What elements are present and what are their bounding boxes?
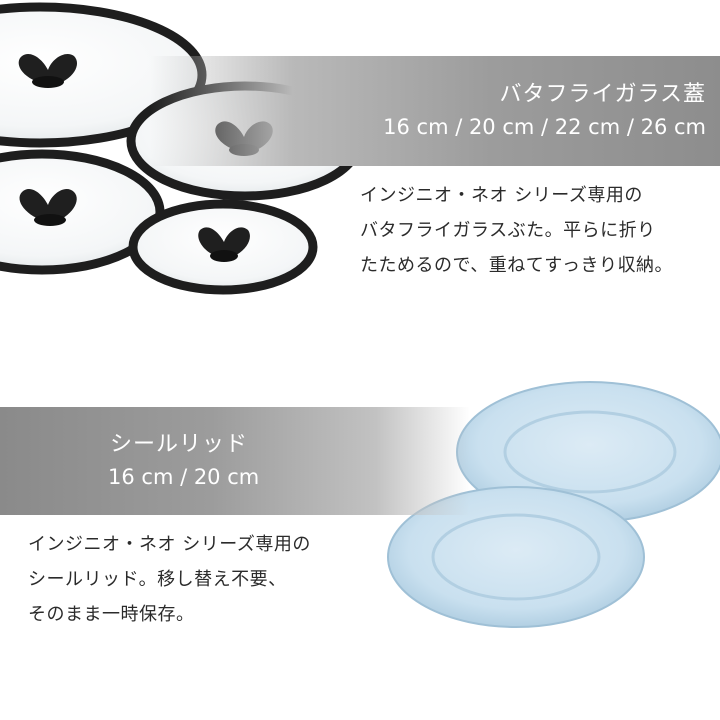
glass-lid-small bbox=[0, 149, 165, 275]
description-line: シールリッド。移し替え不要、 bbox=[28, 569, 287, 590]
butterfly-lid-sizes: 16 cm / 20 cm / 22 cm / 26 cm bbox=[383, 115, 706, 139]
seal-lid-description: インジニオ・ネオ シリーズ専用の シールリッド。移し替え不要、 そのまま一時保存… bbox=[28, 527, 388, 632]
seal-lid-banner: シールリッド 16 cm / 20 cm bbox=[0, 407, 470, 515]
seal-lid-sizes: 16 cm / 20 cm bbox=[108, 465, 260, 489]
butterfly-knob bbox=[18, 53, 78, 88]
seal-lid-title: シールリッド bbox=[110, 432, 249, 457]
butterfly-lid-banner: バタフライガラス蓋 16 cm / 20 cm / 22 cm / 26 cm bbox=[150, 56, 720, 166]
description-line: そのまま一時保存。 bbox=[28, 604, 195, 625]
description-line: バタフライガラスぶた。平らに折り bbox=[360, 220, 656, 241]
butterfly-knob bbox=[198, 227, 250, 262]
description-line: インジニオ・ネオ シリーズ専用の bbox=[360, 185, 643, 206]
description-line: たためるので、重ねてすっきり収納。 bbox=[360, 255, 674, 276]
glass-lid-smallest bbox=[128, 199, 318, 295]
butterfly-knob bbox=[19, 188, 77, 226]
description-line: インジニオ・ネオ シリーズ専用の bbox=[28, 534, 311, 555]
butterfly-lid-title: バタフライガラス蓋 bbox=[499, 82, 706, 107]
seal-lid-front bbox=[387, 486, 645, 628]
butterfly-lid-description: インジニオ・ネオ シリーズ専用の バタフライガラスぶた。平らに折り たためるので… bbox=[360, 178, 705, 283]
